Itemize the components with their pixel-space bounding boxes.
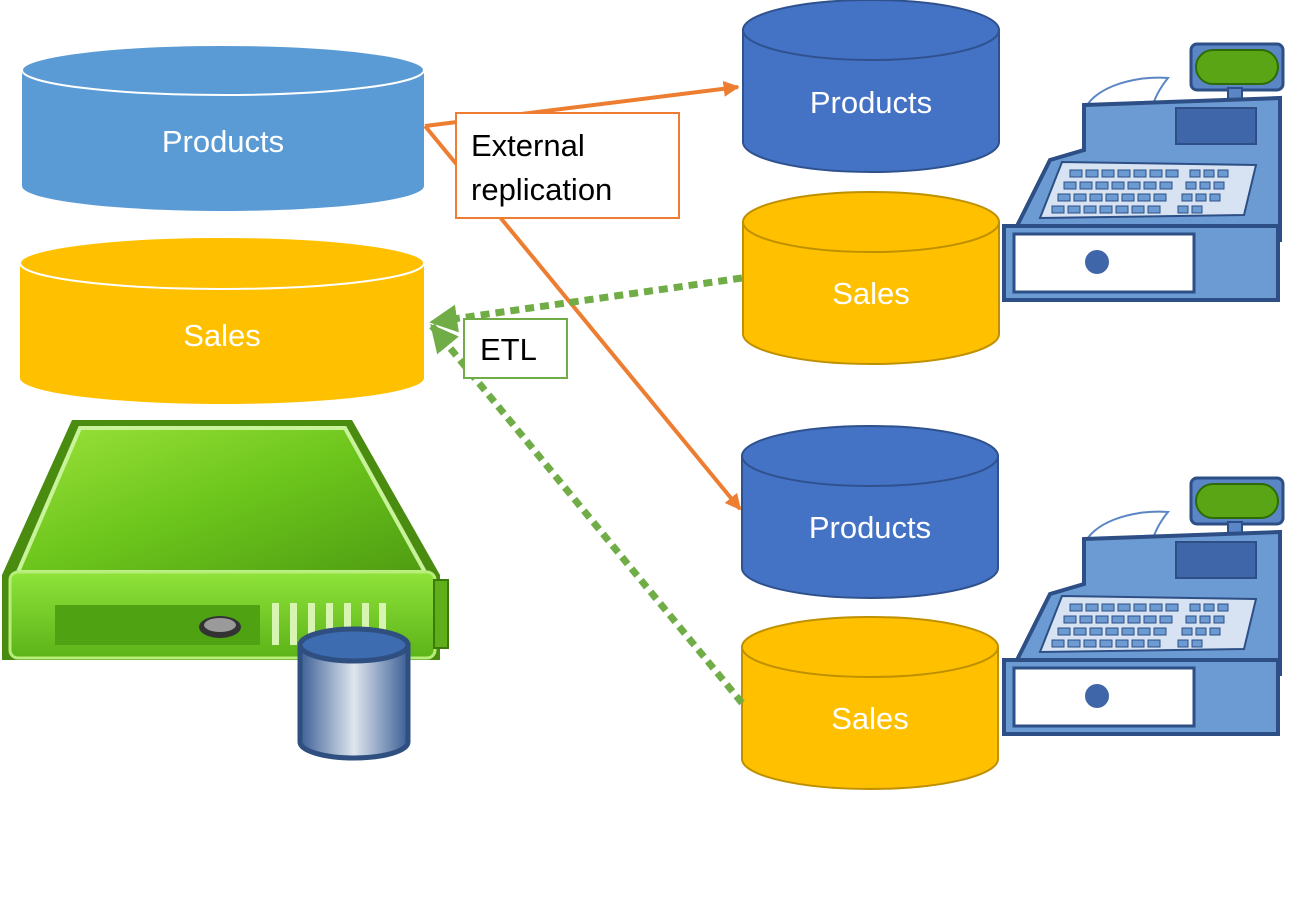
store1-products-label: Products (810, 85, 932, 120)
etl-arrows (429, 274, 745, 706)
etl-label: ETL (480, 332, 537, 367)
server-icon (2, 420, 449, 660)
store1-sales-label: Sales (832, 276, 910, 311)
etl-arrow-store1 (429, 274, 743, 333)
store1-products-db: Products (742, 0, 1000, 173)
store1-sales-db: Sales (742, 191, 1000, 365)
central-products-db: Products (21, 44, 425, 211)
database-icon (297, 626, 411, 761)
store2-products-label: Products (809, 510, 931, 545)
cash-register-icon (1002, 42, 1285, 302)
store2-sales-db: Sales (741, 616, 999, 790)
store2-sales-label: Sales (831, 701, 909, 736)
etl-arrow-store2 (429, 323, 745, 706)
etl-label-box: ETL (463, 318, 568, 379)
central-sales-db: Sales (19, 236, 425, 404)
replication-label-line1: External (471, 128, 585, 163)
store2-products-db: Products (741, 425, 999, 599)
central-products-label: Products (162, 124, 284, 159)
central-sales-label: Sales (183, 318, 261, 353)
replication-label-line2: replication (471, 172, 612, 207)
replication-label-box: External replication (455, 112, 680, 219)
cash-register-icon (1002, 476, 1285, 736)
